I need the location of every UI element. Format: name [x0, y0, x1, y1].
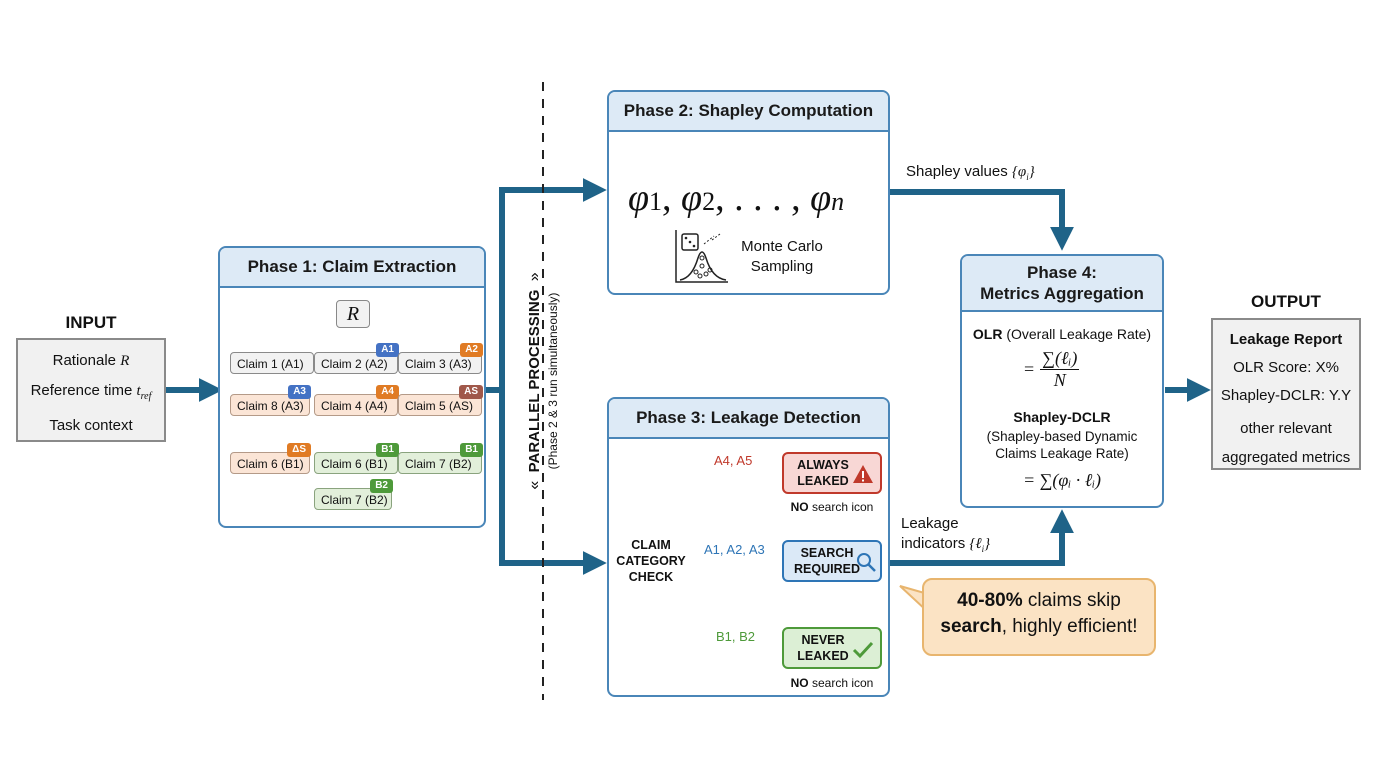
monte-carlo-label: Monte Carlo Sampling — [741, 238, 823, 275]
claim-label: Claim 3 (A3) — [405, 357, 472, 371]
claim-label: Claim 8 (A3) — [237, 399, 304, 413]
search-icon — [857, 553, 876, 572]
claim-category-tag: ΔS — [287, 443, 311, 457]
shapley-formula: φ1, φ2, . . . , φn — [628, 177, 845, 219]
edge-label-search-required: A1, A2, A3 — [704, 542, 765, 557]
claim-label: Claim 4 (A4) — [321, 399, 388, 413]
claim-label: Claim 6 (B1) — [321, 457, 388, 471]
claim-node: Claim 5 (AS)AS — [398, 385, 483, 416]
dclr-description: (Shapley-based Dynamic Claims Leakage Ra… — [986, 429, 1138, 461]
arrow-phase2-to-phase4 — [890, 189, 1074, 251]
claim-label: Claim 5 (AS) — [405, 399, 474, 413]
check-icon — [852, 641, 874, 659]
monte-carlo-dice-chart-icon — [675, 230, 728, 283]
claim-node: Claim 6 (B1)B1 — [314, 443, 399, 474]
claim-label: Claim 6 (B1) — [237, 457, 304, 471]
edge-label-never-leaked: B1, B2 — [716, 629, 756, 644]
shapley-values-label: Shapley values {φi} — [906, 163, 1035, 182]
chevrons-right-icon: » — [526, 272, 543, 282]
claim-category-tag: A1 — [376, 343, 399, 357]
claim-category-check: CLAIM CATEGORY CHECK — [616, 538, 686, 584]
report-dclr-score: Shapley-DCLR: Y.Y — [1220, 387, 1352, 404]
note-always-leaked: NO search icon — [790, 500, 874, 514]
phase1-panel: Phase 1: Claim Extraction — [218, 246, 486, 528]
claim-label: Claim 2 (A2) — [321, 357, 388, 371]
edge-label-always-leaked: A4, A5 — [714, 453, 753, 468]
claim-label: Claim 7 (B2) — [321, 493, 388, 507]
report-title: Leakage Report — [1229, 331, 1343, 348]
dclr-title: Shapley-DCLR — [1013, 409, 1111, 425]
phase4-title: Phase 4: Metrics Aggregation — [962, 256, 1162, 312]
report-other-metrics: other relevant aggregated metrics — [1221, 420, 1351, 466]
claim-root-node: R — [336, 300, 370, 328]
phase2-title: Phase 2: Shapley Computation — [609, 92, 888, 132]
dclr-formula: = ∑(φᵢ · ℓᵢ) — [1022, 470, 1102, 490]
claim-category-tag: A4 — [376, 385, 399, 399]
phase2-panel: Phase 2: Shapley Computation — [607, 90, 890, 295]
claim-category-tag: B1 — [376, 443, 399, 457]
claim-node: Claim 7 (B2)B2 — [314, 479, 393, 510]
claim-category-tag: AS — [459, 385, 483, 399]
input-title: INPUT — [65, 313, 117, 332]
claim-node: Claim 8 (A3)A3 — [230, 385, 311, 416]
claim-node: Claim 6 (B1)ΔS — [230, 443, 311, 474]
olr-formula: = ∑(ℓᵢ) N — [1024, 348, 1080, 390]
claim-category-tag: A2 — [460, 343, 483, 357]
warning-icon — [853, 465, 873, 483]
report-olr-score: OLR Score: X% — [1233, 359, 1339, 376]
phase3-title: Phase 3: Leakage Detection — [609, 399, 888, 439]
parallel-processing-label: « PARALLEL PROCESSING » (Phase 2 & 3 run… — [526, 272, 560, 490]
output-box: Leakage Report OLR Score: X% Shapley-DCL… — [1211, 318, 1361, 470]
claim-node: Claim 3 (A3)A2 — [398, 343, 483, 374]
claim-node: Claim 1 (A1) — [230, 352, 314, 374]
chevrons-left-icon: « — [526, 480, 543, 490]
phase4-panel: Phase 4: Metrics Aggregation — [960, 254, 1164, 508]
input-rationale: Rationale R — [52, 352, 130, 369]
note-never-leaked: NO search icon — [790, 676, 874, 690]
claim-category-tag: A3 — [288, 385, 311, 399]
claim-label: Claim 7 (B2) — [405, 457, 472, 471]
input-task-context: Task context — [49, 417, 133, 434]
input-reference-time: Reference time tref — [30, 382, 152, 402]
output-title: OUTPUT — [1251, 292, 1321, 311]
phase1-title: Phase 1: Claim Extraction — [220, 248, 484, 288]
efficiency-callout: 40-80% claims skip search, highly effici… — [922, 578, 1156, 656]
claim-node: Claim 2 (A2)A1 — [314, 343, 399, 374]
input-box: Rationale R Reference time tref Task con… — [16, 338, 166, 442]
olr-label: OLR (Overall Leakage Rate) — [972, 326, 1152, 342]
claim-category-tag: B2 — [370, 479, 393, 493]
leakage-indicators-label: Leakage indicators {ℓi} — [901, 515, 991, 554]
claim-node: Claim 7 (B2)B1 — [398, 443, 483, 474]
claim-category-tag: B1 — [460, 443, 483, 457]
claim-label: Claim 1 (A1) — [237, 357, 304, 371]
claim-node: Claim 4 (A4)A4 — [314, 385, 399, 416]
